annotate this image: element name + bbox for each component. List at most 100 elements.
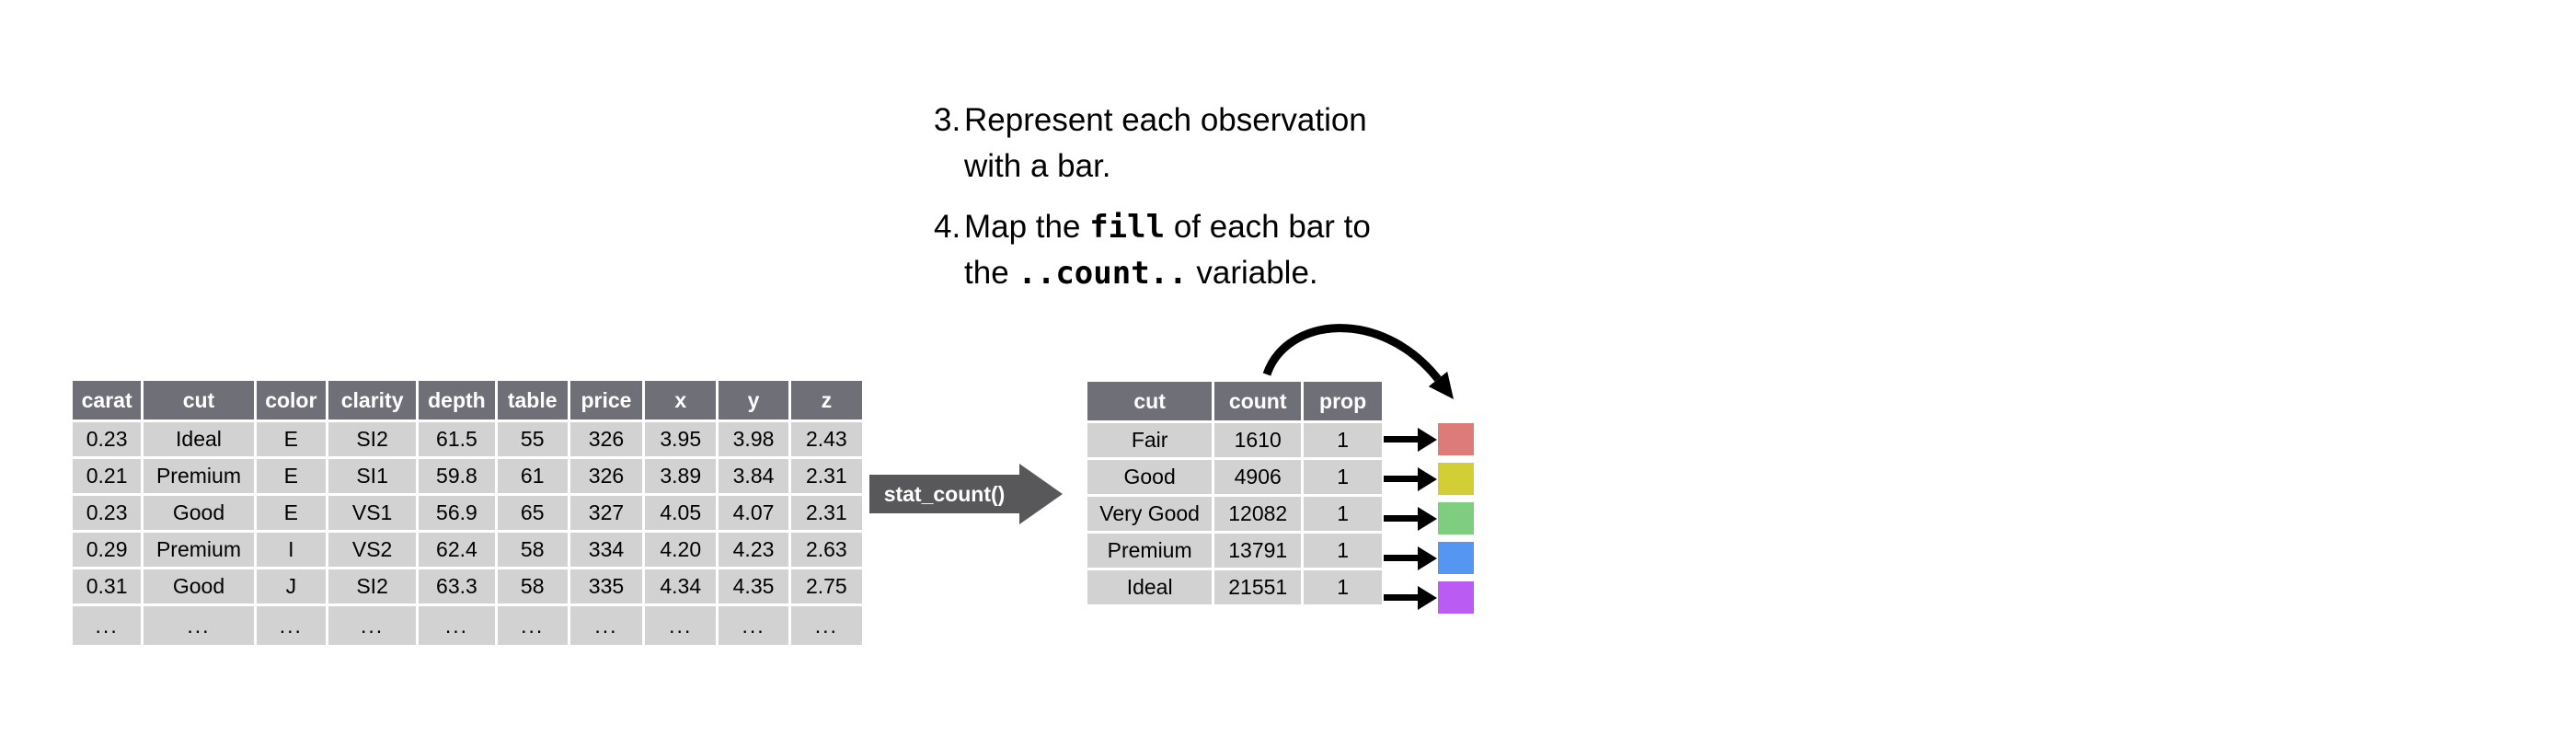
column-header: depth xyxy=(416,378,498,422)
table-cell: 4.05 xyxy=(642,493,719,533)
table-cell: 2.43 xyxy=(788,419,866,459)
table-cell: ... xyxy=(69,603,144,648)
row-to-bar-arrow xyxy=(1384,463,1437,495)
inline-code-count: ..count.. xyxy=(1018,255,1188,292)
column-header: y xyxy=(716,378,791,422)
stat-count-label: stat_count() xyxy=(869,475,1019,513)
table-cell: 61.5 xyxy=(416,419,498,459)
table-cell: ... xyxy=(253,603,328,648)
table-cell: Good xyxy=(141,567,257,606)
bar-fill-swatch-ideal xyxy=(1438,581,1474,614)
table-cell: 63.3 xyxy=(416,567,498,606)
table-cell: 3.89 xyxy=(642,456,719,496)
table-cell: 3.95 xyxy=(642,419,719,459)
table-cell: Premium xyxy=(1084,531,1215,570)
column-header: prop xyxy=(1301,379,1385,423)
table-cell: 326 xyxy=(567,456,646,496)
column-header: clarity xyxy=(325,378,420,422)
table-cell: E xyxy=(253,419,328,459)
table-cell: 4906 xyxy=(1212,457,1305,497)
table-cell: 58 xyxy=(494,567,570,606)
table-cell: ... xyxy=(416,603,498,648)
arrow-shaft xyxy=(1384,436,1418,442)
table-cell: ... xyxy=(716,603,791,648)
instruction-line: with a bar. xyxy=(964,148,1111,184)
column-header: table xyxy=(494,378,570,422)
instruction-line: of each bar to xyxy=(1165,209,1371,245)
arrow-shaft xyxy=(1384,555,1418,561)
table-cell: 2.75 xyxy=(788,567,866,606)
table-cell: 12082 xyxy=(1212,494,1305,534)
column-header: z xyxy=(788,378,866,422)
table-cell: Ideal xyxy=(141,419,257,459)
table-cell: 13791 xyxy=(1212,531,1305,570)
table-cell: J xyxy=(253,567,328,606)
column-header: price xyxy=(567,378,646,422)
row-to-bar-arrow xyxy=(1384,423,1437,455)
table-cell: 327 xyxy=(567,493,646,533)
table-cell: ... xyxy=(325,603,420,648)
row-to-bar-arrow xyxy=(1384,581,1437,614)
arrow-head-icon xyxy=(1418,585,1437,610)
table-cell: Very Good xyxy=(1084,494,1215,534)
table-cell: Good xyxy=(141,493,257,533)
arrow-shaft xyxy=(1384,476,1418,482)
table-cell: 2.31 xyxy=(788,493,866,533)
column-header: cut xyxy=(141,378,257,422)
instruction-line: Represent each observation xyxy=(964,102,1367,138)
column-header: color xyxy=(253,378,328,422)
table-cell: 3.98 xyxy=(716,419,791,459)
table-cell: 56.9 xyxy=(416,493,498,533)
table-cell: Ideal xyxy=(1084,568,1215,607)
arrow-shaft xyxy=(1384,594,1418,601)
table-cell: 3.84 xyxy=(716,456,791,496)
arrow-shaft xyxy=(1384,515,1418,522)
table-cell: SI2 xyxy=(325,567,420,606)
table-cell: 0.21 xyxy=(69,456,144,496)
table-cell: VS1 xyxy=(325,493,420,533)
table-cell: 2.31 xyxy=(788,456,866,496)
table-cell: SI1 xyxy=(325,456,420,496)
column-header: x xyxy=(642,378,719,422)
table-cell: 61 xyxy=(494,456,570,496)
table-cell: 4.34 xyxy=(642,567,719,606)
table-cell: 0.29 xyxy=(69,530,144,569)
table-cell: 65 xyxy=(494,493,570,533)
table-cell: ... xyxy=(141,603,257,648)
bar-fill-swatch-very-good xyxy=(1438,502,1474,534)
bar-swatch-group xyxy=(1438,423,1474,621)
inline-code-fill: fill xyxy=(1089,209,1166,246)
table-cell: 335 xyxy=(567,567,646,606)
bar-fill-swatch-good xyxy=(1438,463,1474,495)
column-header: count xyxy=(1212,379,1305,423)
table-cell: ... xyxy=(788,603,866,648)
arrow-head-icon xyxy=(1418,427,1437,452)
table-cell: 4.23 xyxy=(716,530,791,569)
bar-fill-swatch-fair xyxy=(1438,423,1474,455)
table-cell: E xyxy=(253,493,328,533)
column-header: cut xyxy=(1084,379,1215,423)
table-cell: I xyxy=(253,530,328,569)
stat-count-arrow: stat_count() xyxy=(869,464,1063,524)
list-number: 4. xyxy=(934,209,961,245)
instruction-line: Map the xyxy=(964,209,1090,245)
arrow-head-icon xyxy=(1019,464,1063,524)
table-cell: 62.4 xyxy=(416,530,498,569)
